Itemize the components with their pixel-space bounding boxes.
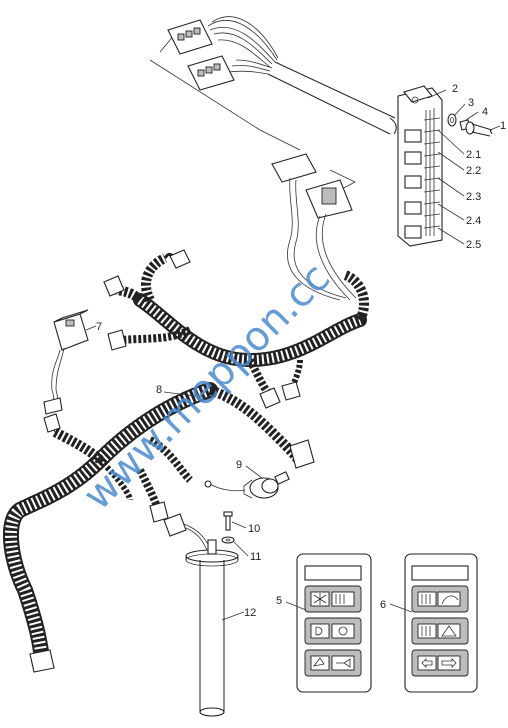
connector-top-b — [187, 55, 235, 91]
relay — [43, 309, 89, 415]
turn-signal-icon — [417, 655, 461, 671]
fuse-box — [397, 85, 443, 247]
leader-lines — [85, 89, 501, 621]
callout-2-3: 2.3 — [466, 191, 481, 203]
screw — [465, 121, 493, 137]
callout-1: 1 — [500, 120, 506, 132]
callout-8: 8 — [156, 384, 162, 396]
callout-10: 10 — [248, 523, 260, 535]
callout-7: 7 — [96, 321, 102, 333]
horn-icon — [310, 655, 355, 671]
headlight-icon — [310, 623, 355, 639]
callout-2-5: 2.5 — [466, 239, 481, 251]
washer — [447, 113, 457, 127]
callout-2-4: 2.4 — [466, 215, 481, 227]
fuse-row — [404, 129, 422, 239]
callout-2: 2 — [452, 83, 458, 95]
callout-2-2: 2.2 — [466, 165, 481, 177]
sender-screw — [223, 511, 233, 531]
lower-harness — [2, 382, 315, 673]
callout-3: 3 — [468, 97, 474, 109]
callout-6: 6 — [380, 599, 386, 611]
switch-panel-5 — [296, 553, 372, 693]
main-loom — [103, 249, 369, 409]
callout-12: 12 — [244, 607, 256, 619]
top-harness — [149, 16, 397, 199]
wiper-icon — [417, 591, 461, 607]
callouts: 2 3 4 1 2.1 2.2 2.3 2.4 2.5 7 8 9 10 11 … — [96, 83, 506, 619]
sender-washer — [221, 536, 235, 544]
connector-top-a — [167, 19, 213, 55]
callout-5: 5 — [276, 595, 282, 607]
mid-connectors — [271, 153, 357, 301]
warning-triangle-icon — [417, 623, 461, 639]
callout-9: 9 — [236, 459, 242, 471]
callout-11: 11 — [250, 551, 261, 563]
ignition-switch — [204, 471, 290, 499]
switch-panel-6 — [404, 553, 478, 693]
hazard-grid-icon — [310, 591, 355, 607]
callout-4: 4 — [482, 106, 488, 118]
callout-2-1: 2.1 — [466, 149, 481, 161]
fuel-sender — [185, 539, 239, 717]
